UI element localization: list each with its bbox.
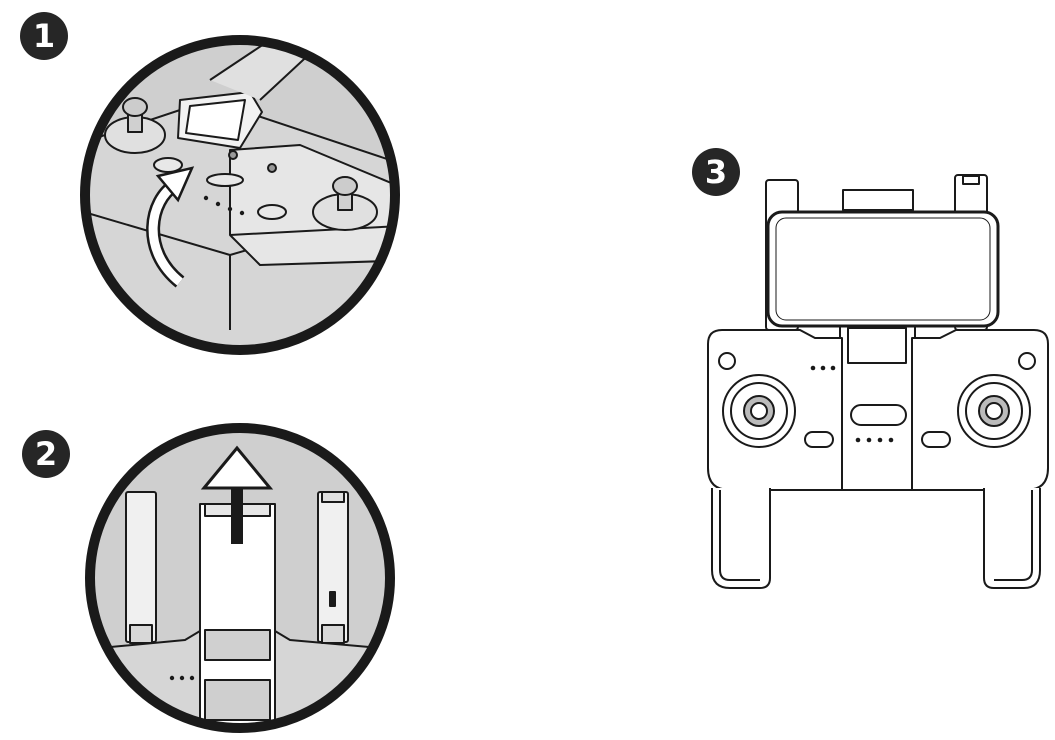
joystick-icon (722, 374, 796, 448)
step-1-illustration (80, 35, 400, 355)
up-arrow-icon (200, 445, 274, 544)
step-2-badge: 2 (22, 430, 70, 478)
smartphone-icon (766, 210, 1000, 328)
step-3-badge: 3 (692, 148, 740, 196)
step-2-illustration (85, 423, 395, 733)
step-1-badge: 1 (20, 12, 68, 60)
step-3-illustration (707, 174, 1049, 589)
curved-arrow-icon (146, 166, 195, 288)
